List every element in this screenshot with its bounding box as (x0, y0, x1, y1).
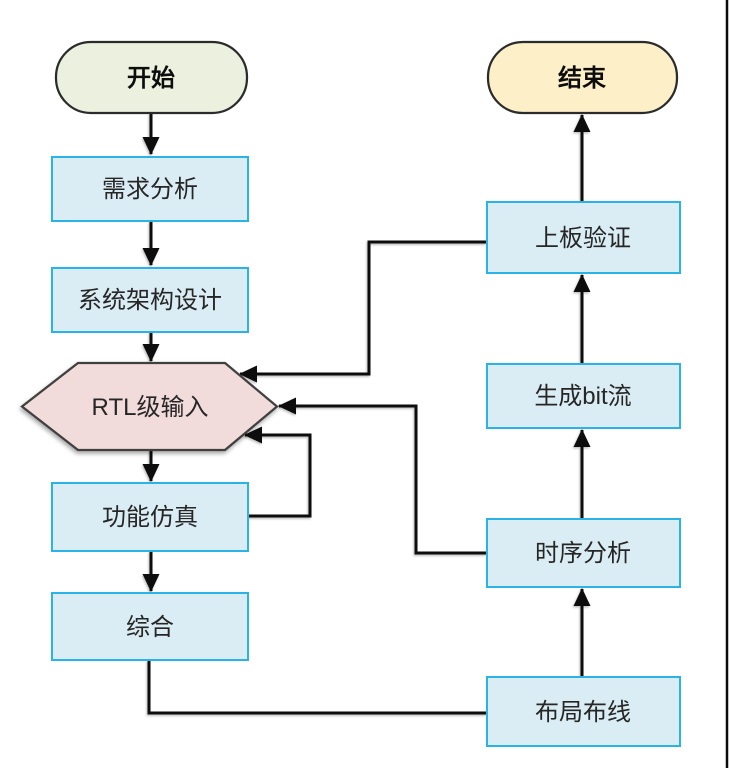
board-process-shape (486, 201, 681, 274)
pnr-label: 布局布线 (535, 699, 631, 726)
start-label: 开始 (127, 65, 175, 92)
timing-process-shape (486, 518, 681, 588)
sim-label: 功能仿真 (102, 504, 198, 531)
connector-group (142, 113, 591, 715)
rtl-hexagon-shape (20, 361, 279, 452)
edge-timing-to-rtl-feedback (278, 397, 487, 555)
sim-process-shape (51, 482, 249, 552)
node-bit: 生成bit流 (486, 363, 681, 429)
edge-board-to-rtl-feedback (239, 240, 487, 383)
pnr-process-shape (486, 676, 681, 747)
node-req: 需求分析 (51, 156, 249, 222)
node-timing: 时序分析 (486, 518, 681, 588)
req-label: 需求分析 (102, 176, 198, 203)
edge-sim-to-rtl-feedback (244, 426, 312, 518)
arch-process-shape (51, 267, 249, 333)
req-process-shape (51, 156, 249, 222)
node-board: 上板验证 (486, 201, 681, 274)
bit-process-shape (486, 363, 681, 429)
arch-label: 系统架构设计 (78, 287, 222, 314)
node-sim: 功能仿真 (51, 482, 249, 552)
timing-label: 时序分析 (535, 540, 631, 567)
synth-label: 综合 (126, 614, 174, 641)
node-arch: 系统架构设计 (51, 267, 249, 333)
bit-label: 生成bit流 (534, 383, 631, 410)
board-label: 上板验证 (535, 225, 631, 252)
rtl-label: RTL级输入 (92, 394, 209, 421)
node-rtl: RTL级输入 (20, 361, 279, 452)
node-pnr: 布局布线 (486, 676, 681, 747)
end-label: 结束 (558, 65, 607, 92)
synth-process-shape (51, 592, 249, 661)
node-start: 开始 (54, 40, 249, 115)
node-synth: 综合 (51, 592, 249, 661)
end-terminator-shape (486, 40, 679, 115)
edge-synth-to-pnr (147, 660, 487, 715)
start-terminator-shape (54, 40, 249, 115)
node-end: 结束 (486, 40, 679, 115)
